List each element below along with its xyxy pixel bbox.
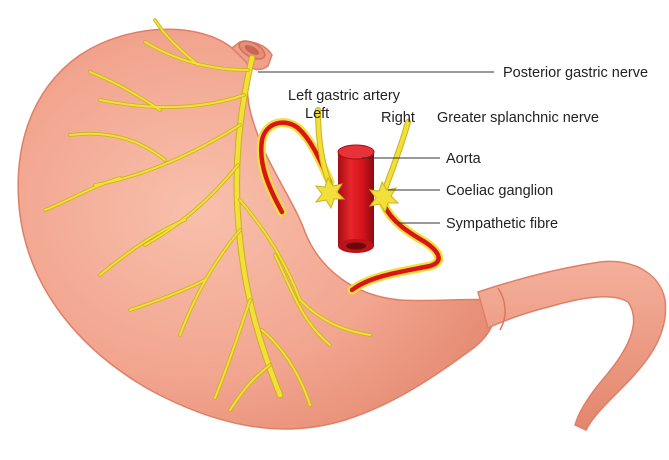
label-left-gastric-artery: Left gastric artery (288, 88, 401, 104)
label-aorta: Aorta (446, 151, 482, 167)
label-posterior-gastric-nerve: Posterior gastric nerve (503, 65, 648, 81)
label-right: Right (381, 110, 415, 126)
coeliac-ganglion-right (370, 182, 398, 212)
stomach (18, 29, 495, 429)
label-greater-splanchnic-nerve: Greater splanchnic nerve (437, 110, 599, 126)
right-greater-splanchnic-nerve (384, 122, 408, 192)
label-sympathetic-fibre: Sympathetic fibre (446, 216, 558, 232)
label-coeliac-ganglion: Coeliac ganglion (446, 183, 553, 199)
duodenum (478, 261, 666, 430)
label-left: Left (305, 106, 329, 122)
